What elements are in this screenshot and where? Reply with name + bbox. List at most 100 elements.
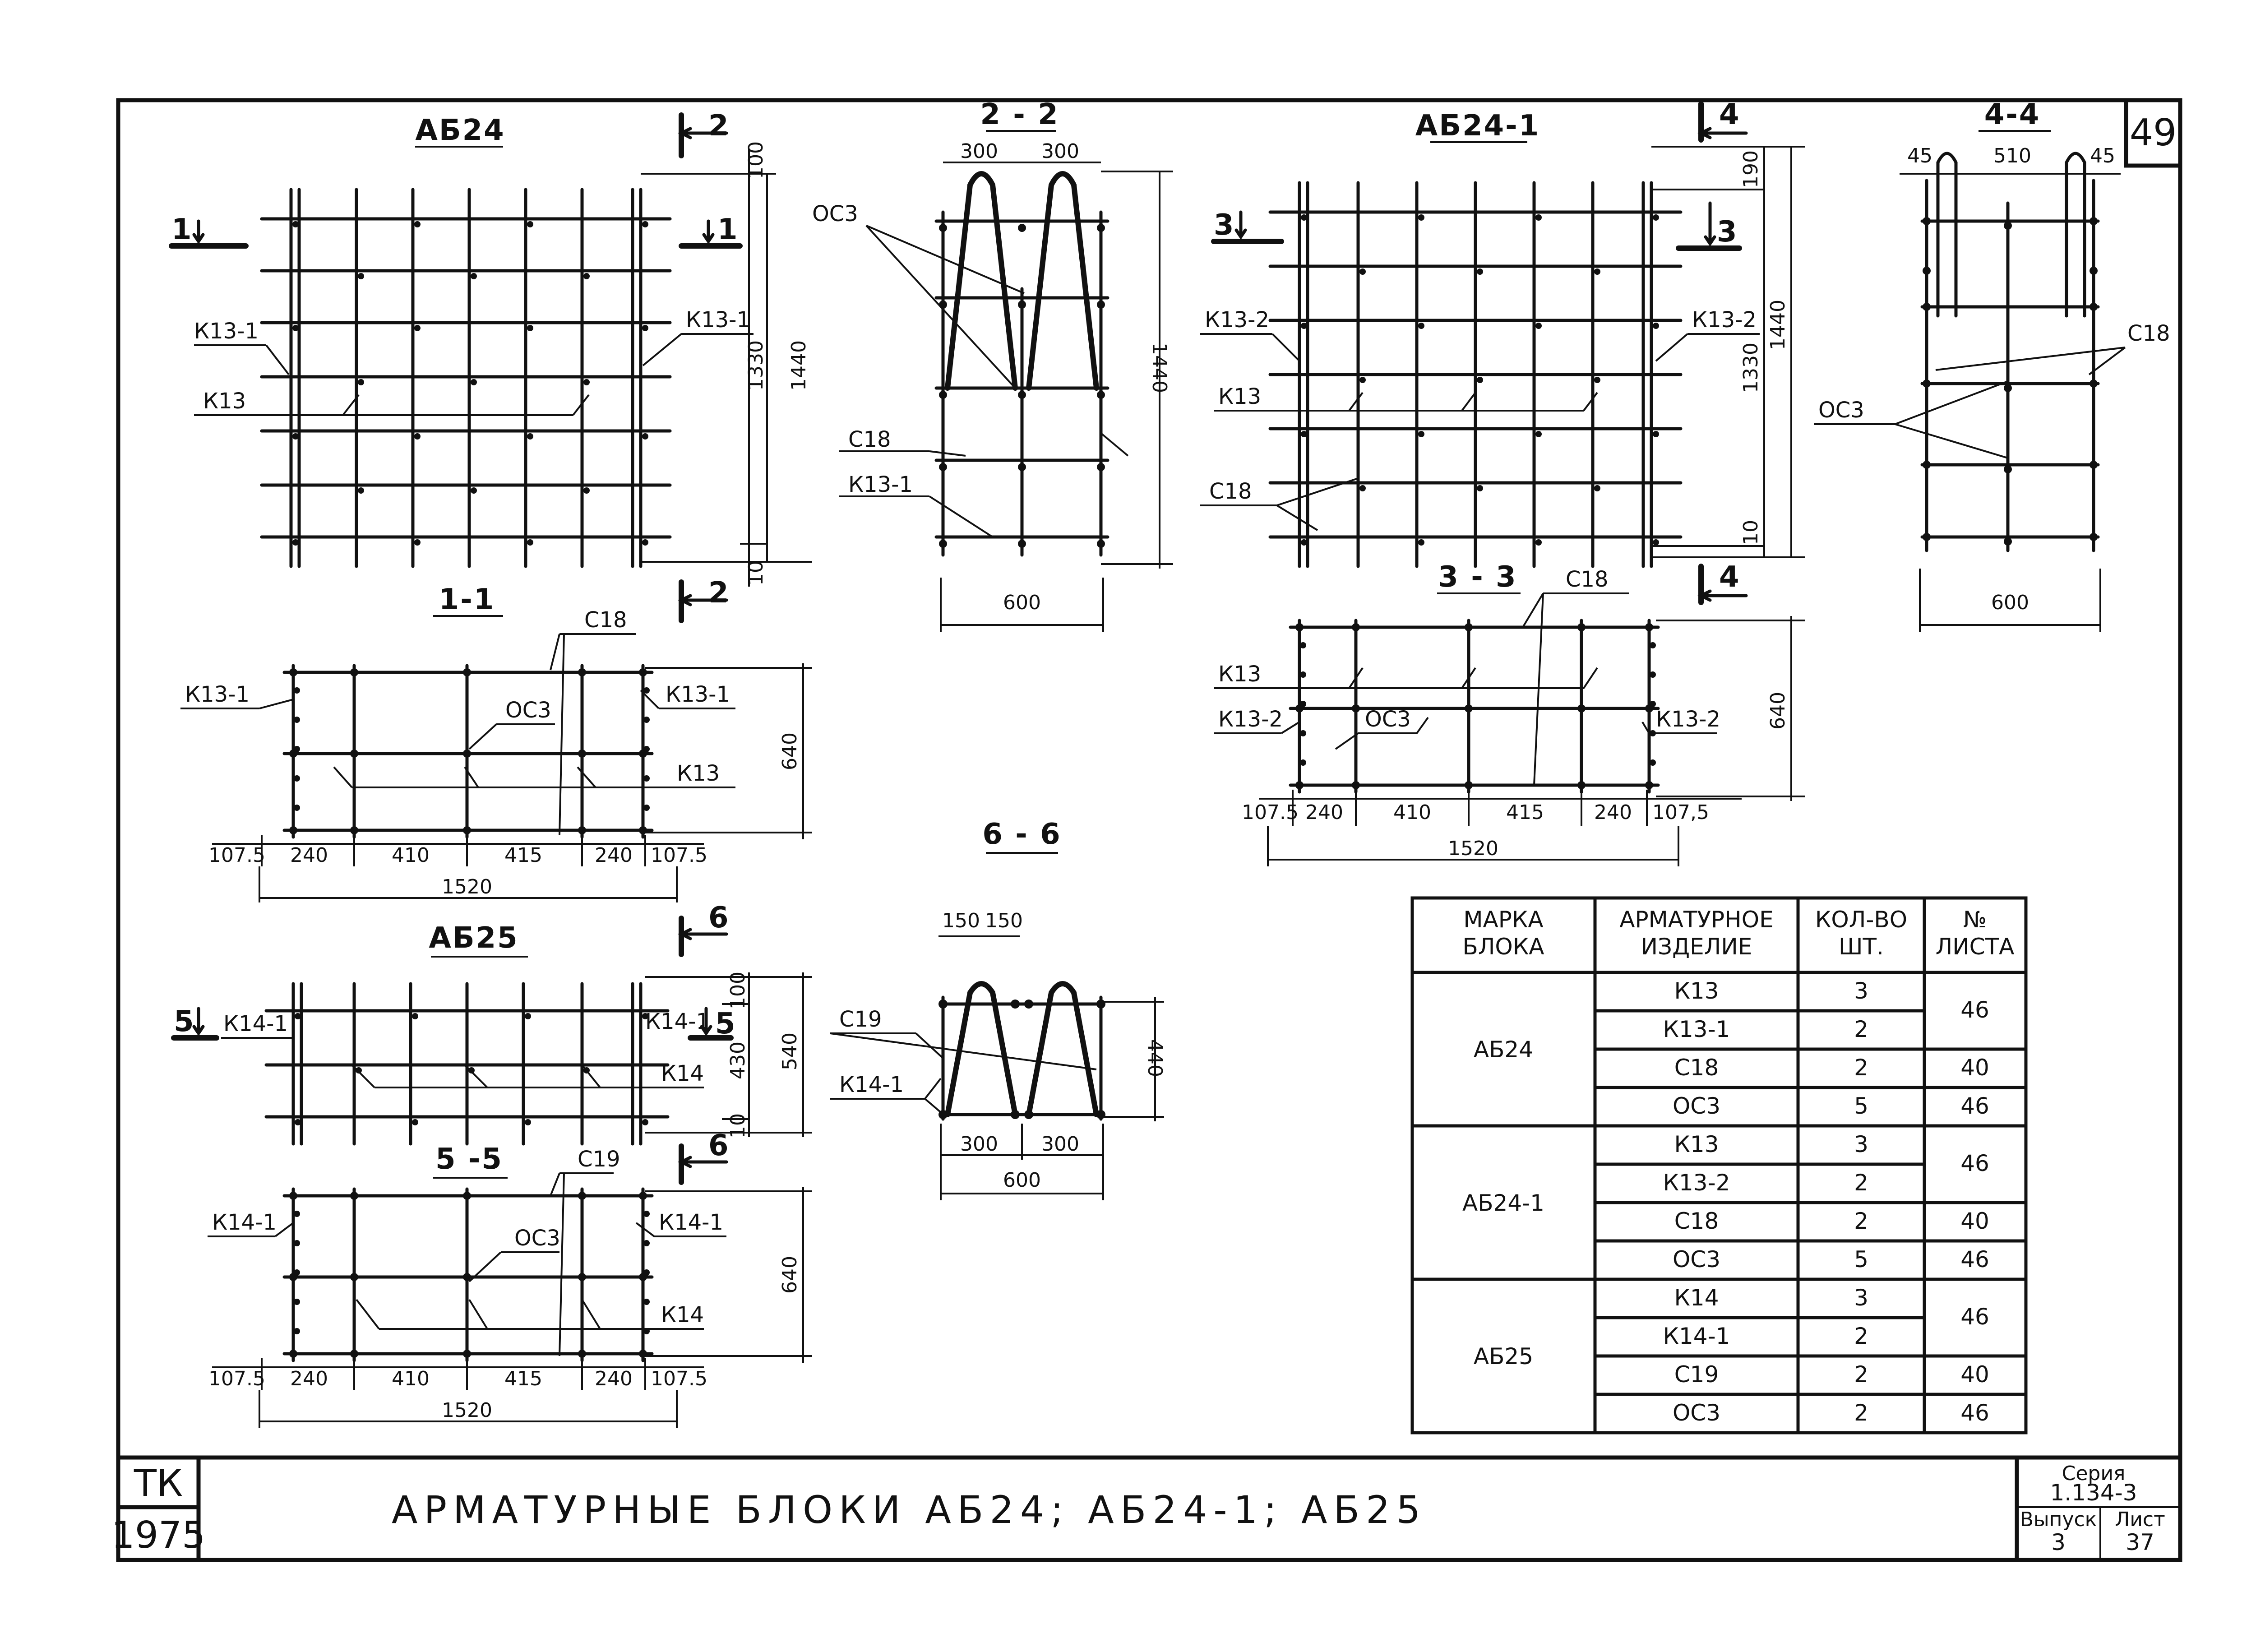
dim-190: 190 — [1739, 150, 1762, 188]
label-k13: К13 — [203, 389, 246, 414]
rebar-section — [350, 1350, 358, 1358]
rebar-section — [289, 1192, 297, 1200]
rebar-section — [1465, 781, 1473, 789]
rebar-section — [578, 1273, 586, 1281]
oc3-hairpin — [1026, 171, 1099, 391]
cut-mark-4: 4 — [1719, 560, 1741, 594]
qty-cell: 3 — [1854, 1131, 1868, 1157]
rebar-dot — [2090, 461, 2098, 469]
label-c19: С19 — [839, 1007, 882, 1032]
weld-point — [1418, 431, 1424, 437]
weld-point — [414, 221, 421, 227]
weld-point — [1359, 485, 1366, 491]
qty-cell: 2 — [1854, 1170, 1868, 1196]
section-2-2: 2 - 2 300 300 ОС3 С18 К13-1 1440 600 — [812, 98, 1173, 632]
weld-point — [1594, 485, 1600, 491]
view-ab24-title: АБ24 — [415, 114, 505, 147]
item-cell: С19 — [1674, 1361, 1719, 1388]
dim-45-b: 45 — [2090, 144, 2115, 167]
label-k14-1-right: К14-1 — [659, 1210, 723, 1235]
rebar-section — [1577, 623, 1586, 631]
qty-cell: 2 — [1854, 1055, 1868, 1081]
dim-410: 410 — [1393, 801, 1431, 824]
cut-mark-6: 6 — [708, 901, 730, 935]
dim-150-b: 150 — [985, 909, 1023, 932]
weld-point — [642, 1119, 648, 1125]
cut-mark-1-right: 1 — [717, 213, 739, 246]
rebar-section — [350, 826, 358, 834]
cut-mark-5-left: 5 — [174, 1005, 195, 1038]
rebar-section — [1650, 642, 1656, 648]
dim-600: 600 — [1003, 1169, 1041, 1192]
dim-510: 510 — [1993, 144, 2031, 167]
rebar-section — [1300, 642, 1306, 648]
cut-mark-6: 6 — [708, 1129, 730, 1162]
sheet-label: Лист — [2115, 1508, 2165, 1531]
rebar-dot — [1923, 267, 1931, 275]
sheet-cell: 46 — [1960, 1150, 1989, 1176]
rebar-section — [294, 775, 300, 782]
rebar-section — [294, 717, 300, 723]
title-block: ТК 1975 АРМАТУРНЫЕ БЛОКИ АБ24; АБ24-1; А… — [111, 1462, 2165, 1557]
cut-mark-5-right: 5 — [715, 1007, 737, 1041]
rebar-section — [1300, 759, 1306, 766]
rebar-section — [289, 668, 297, 676]
sheet-cell: 46 — [1960, 1246, 1989, 1273]
label-oc3: ОС3 — [1365, 707, 1411, 732]
rebar-section — [1352, 623, 1360, 631]
rebar-section — [294, 1240, 300, 1246]
rebar-section — [643, 805, 650, 811]
label-k13: К13 — [1218, 384, 1261, 409]
rebar-dot — [938, 1000, 948, 1009]
issue-label: Выпуск — [2020, 1508, 2097, 1531]
label-k14-1-left: К14-1 — [223, 1011, 288, 1037]
rebar-dot — [2004, 465, 2012, 473]
issue-value: 3 — [2051, 1529, 2066, 1555]
rebar-section — [350, 668, 358, 676]
weld-point — [1418, 323, 1424, 329]
label-c19: С19 — [578, 1147, 620, 1172]
rebar-section — [1465, 623, 1473, 631]
weld-point — [1477, 377, 1483, 383]
rebar-dot — [1018, 391, 1026, 399]
header-sheet-1: № — [1963, 907, 1987, 933]
qty-cell: 2 — [1854, 1361, 1868, 1388]
dim-240-a: 240 — [290, 844, 328, 867]
rebar-section — [463, 1192, 471, 1200]
label-k13-2-right: К13-2 — [1692, 307, 1757, 333]
weld-point — [1301, 539, 1307, 546]
item-cell: К13 — [1674, 978, 1719, 1004]
sheet-number: 49 — [2130, 111, 2177, 154]
rebar-section — [1295, 623, 1304, 631]
weld-point — [292, 433, 299, 440]
rebar-dot — [939, 391, 947, 399]
dim-300-a: 300 — [960, 1133, 998, 1156]
weld-point — [295, 1119, 301, 1125]
header-item-1: АРМАТУРНОЕ — [1619, 907, 1773, 933]
cut-mark-2: 2 — [708, 109, 730, 143]
rebar-section — [294, 687, 300, 694]
weld-point — [1418, 214, 1424, 221]
rebar-dot — [2090, 217, 2098, 225]
rebar-section — [1295, 781, 1304, 789]
rebar-section — [1465, 704, 1473, 713]
weld-point — [1594, 377, 1600, 383]
view-ab24: АБ24 1 1 2 К13-1 К13-1 К13 100 1330 1440 — [169, 109, 812, 587]
rebar-section — [1352, 781, 1360, 789]
weld-point — [1653, 539, 1659, 546]
rebar-dot — [1018, 301, 1026, 309]
series-value: 1.134-3 — [2050, 1480, 2137, 1506]
rebar-dot — [1097, 540, 1105, 548]
label-k13-2-left: К13-2 — [1205, 307, 1269, 333]
rebar-dot — [1097, 391, 1105, 399]
header-mark-2: БЛОКА — [1463, 934, 1544, 960]
dim-600: 600 — [1991, 591, 2029, 614]
weld-point — [583, 487, 590, 494]
label-k13-1-right: К13-1 — [666, 682, 730, 707]
sheet-cell: 46 — [1960, 997, 1989, 1023]
weld-point — [525, 1013, 531, 1019]
dim-240-a: 240 — [290, 1367, 328, 1390]
rebar-dot — [1024, 1000, 1033, 1009]
rebar-dot — [1097, 224, 1105, 232]
